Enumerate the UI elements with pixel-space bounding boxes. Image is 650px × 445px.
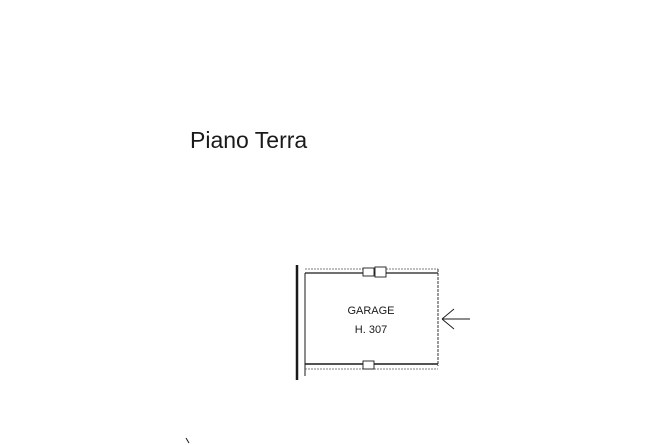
left-arrow-icon [441, 308, 470, 330]
room-name-label: GARAGE [347, 305, 394, 317]
bottom-wall [305, 360, 438, 370]
top-wall [305, 266, 438, 278]
floor-title: Piano Terra [190, 127, 308, 153]
room-height-label: H. 307 [355, 324, 387, 336]
stray-mark [185, 437, 190, 444]
